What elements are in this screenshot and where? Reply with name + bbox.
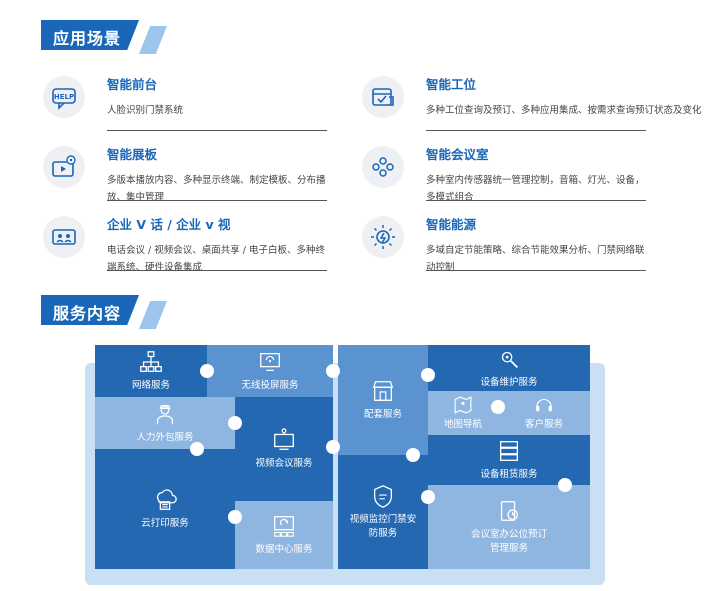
- scenario-enterprise-call: 企业 V 话 / 企业 v 视 电话会议 / 视频会议、桌面共享 / 电子白板、…: [43, 214, 387, 276]
- cloud-printer-icon: [156, 489, 177, 510]
- calendar-chair-icon: [362, 76, 404, 118]
- server-icon: [499, 441, 519, 461]
- puzzle-knob: [406, 448, 420, 462]
- service-meeting-booking: 会议室办公位预订管理服务: [428, 485, 590, 569]
- scenario-desc: 多种室内传感器统一管理控制，音箱、灯光、设备，多模式组合: [426, 175, 645, 203]
- puzzle-knob: [558, 478, 572, 492]
- scenario-name: 企业 V 话 / 企业 v 视: [107, 217, 231, 232]
- service-cloud-print: 云打印服务: [95, 449, 235, 569]
- scenario-desc: 多种工位查询及预订、多种应用集成、按需求查询预订状态及变化: [426, 105, 702, 116]
- people-group-icon: [362, 146, 404, 188]
- puzzle-knob: [228, 510, 242, 524]
- scenario-desc: 多域自定节能策略、综合节能效果分析、门禁网络联动控制: [426, 245, 645, 273]
- scenario-name: 智能前台: [107, 77, 158, 92]
- puzzle-knob: [326, 440, 340, 454]
- scenario-name: 智能工位: [426, 77, 477, 92]
- divider: [426, 270, 646, 271]
- service-video-monitor-security: 视频监控门禁安防服务: [338, 455, 428, 569]
- worker-icon: [156, 405, 174, 425]
- data-center-icon: [274, 516, 294, 537]
- map-icon: [454, 396, 472, 414]
- shield-icon: [373, 485, 393, 508]
- divider: [426, 130, 646, 131]
- service-video-conference: 视频会议服务: [235, 397, 333, 501]
- service-hr-outsourcing: 人力外包服务: [95, 397, 235, 449]
- service-data-center: 数据中心服务: [235, 501, 333, 569]
- service-customer: 客户服务: [498, 391, 590, 435]
- scenario-name: 智能展板: [107, 147, 158, 162]
- scenario-smart-workstation: 智能工位 多种工位查询及预订、多种应用集成、按需求查询预订状态及变化: [362, 74, 706, 131]
- cast-icon: [260, 352, 280, 372]
- scenario-desc: 电话会议 / 视频会议、桌面共享 / 电子白板、多种终端系统、硬件设备集成: [107, 245, 325, 273]
- conference-icon: [43, 216, 85, 258]
- section-header-services: 服务内容: [41, 295, 167, 329]
- section-header-scenarios: 应用场景: [41, 20, 167, 54]
- divider: [107, 270, 327, 271]
- scenario-desc: 多版本播放内容、多种显示终端、制定模板、分布播放、集中管理: [107, 175, 326, 203]
- service-wireless-projection: 无线投屏服务: [207, 345, 333, 397]
- video-conference-icon: [274, 428, 294, 450]
- scenario-smart-energy: 智能能源 多域自定节能策略、综合节能效果分析、门禁网络联动控制: [362, 214, 706, 276]
- scenario-desc: 人脸识别门禁系统: [107, 105, 184, 116]
- scenario-smart-reception: HELP 智能前台 人脸识别门禁系统: [43, 74, 387, 131]
- section-title: 服务内容: [53, 304, 122, 323]
- maintenance-icon: [501, 351, 519, 369]
- puzzle-knob: [228, 416, 242, 430]
- service-equipment-maintenance: 设备维护服务: [428, 345, 590, 391]
- puzzle-knob: [190, 442, 204, 456]
- headset-icon: [536, 399, 552, 412]
- divider: [107, 130, 327, 131]
- puzzle-knob: [326, 364, 340, 378]
- display-gear-icon: [43, 146, 85, 188]
- puzzle-knob: [200, 364, 214, 378]
- energy-icon: [362, 216, 404, 258]
- help-icon: HELP: [43, 76, 85, 118]
- scenario-name: 智能会议室: [426, 147, 489, 162]
- service-map-navigation: 地图导航: [428, 391, 498, 435]
- puzzle-knob: [491, 400, 505, 414]
- puzzle-knob: [421, 368, 435, 382]
- section-title: 应用场景: [53, 29, 122, 48]
- store-icon: [372, 381, 394, 401]
- service-network: 网络服务: [95, 345, 207, 397]
- booking-clock-icon: [500, 501, 519, 521]
- service-matching: 配套服务: [338, 345, 428, 455]
- divider: [426, 200, 646, 201]
- puzzle-knob: [421, 490, 435, 504]
- scenario-name: 智能能源: [426, 217, 477, 232]
- network-icon: [140, 351, 162, 372]
- svg-text:HELP: HELP: [54, 93, 74, 101]
- divider: [107, 200, 327, 201]
- scenario-smart-display: 智能展板 多版本播放内容、多种显示终端、制定模板、分布播放、集中管理: [43, 144, 387, 206]
- service-equipment-rental: 设备租赁服务: [428, 435, 590, 485]
- scenario-smart-meeting-room: 智能会议室 多种室内传感器统一管理控制，音箱、灯光、设备，多模式组合: [362, 144, 706, 206]
